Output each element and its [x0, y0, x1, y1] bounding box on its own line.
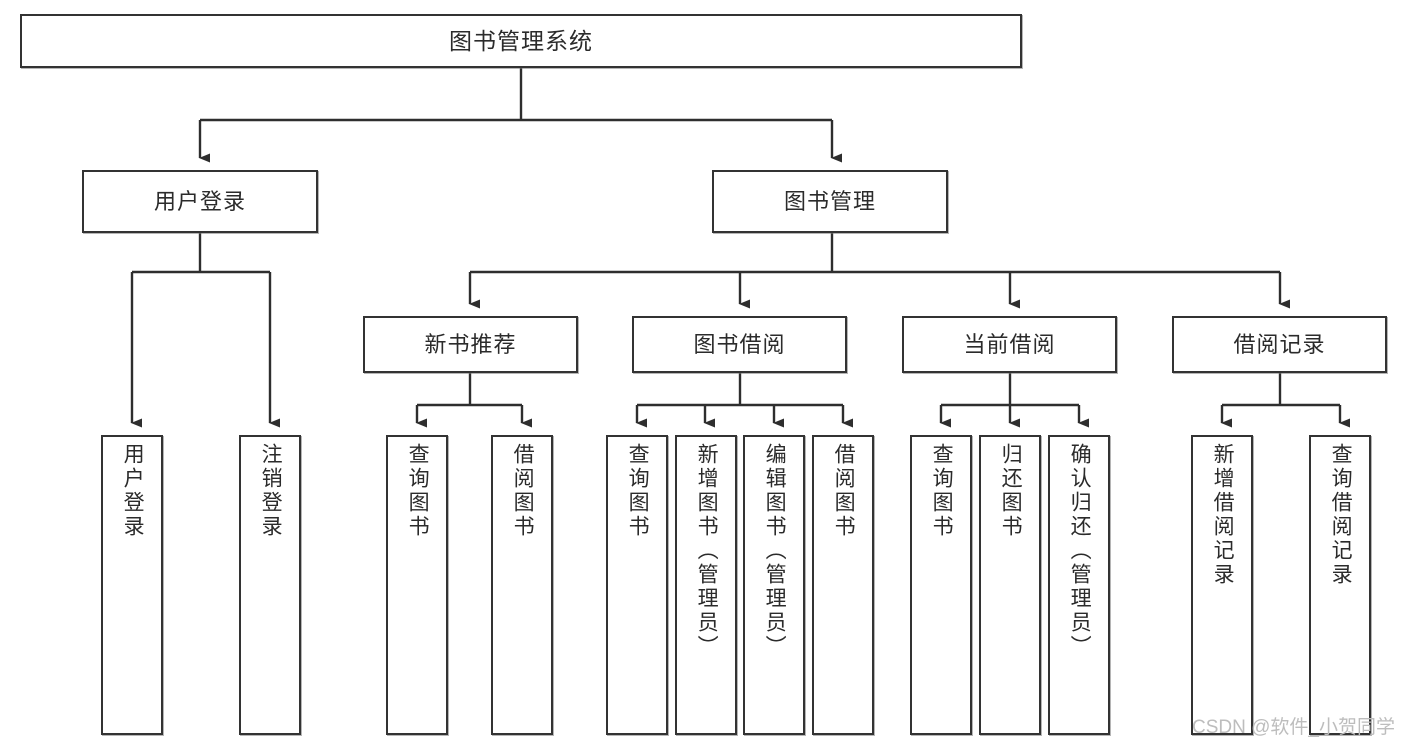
- node-label: 图书管理: [783, 188, 876, 214]
- node-label: 当前借阅: [963, 331, 1056, 357]
- node-leaf-query-book-recommend[interactable]: 查询图书: [386, 435, 448, 735]
- node-label: 借阅图书: [832, 443, 856, 539]
- node-book-management[interactable]: 图书管理: [712, 170, 948, 233]
- node-label: 新增借阅记录: [1211, 443, 1235, 587]
- node-label: 查询图书: [626, 443, 650, 539]
- node-label: 查询借阅记录: [1329, 443, 1353, 587]
- node-label: 用户登录: [121, 443, 145, 539]
- node-leaf-logout[interactable]: 注销登录: [239, 435, 301, 735]
- node-label: 借阅记录: [1233, 331, 1326, 357]
- node-borrow-record[interactable]: 借阅记录: [1172, 316, 1387, 373]
- node-current-borrowing[interactable]: 当前借阅: [902, 316, 1117, 373]
- node-leaf-confirm-return-admin[interactable]: 确认归还（管理员）: [1048, 435, 1110, 735]
- node-label: 图书管理系统: [449, 27, 593, 54]
- node-leaf-query-book-borrow[interactable]: 查询图书: [606, 435, 668, 735]
- node-book-borrowing[interactable]: 图书借阅: [632, 316, 847, 373]
- node-label: 查询图书: [406, 443, 430, 539]
- node-label: 新书推荐: [424, 331, 517, 357]
- node-label: 编辑图书（管理员）: [763, 443, 787, 659]
- node-leaf-add-borrow-record[interactable]: 新增借阅记录: [1191, 435, 1253, 735]
- node-label: 借阅图书: [511, 443, 535, 539]
- node-label: 注销登录: [259, 443, 283, 539]
- node-label: 确认归还（管理员）: [1068, 443, 1092, 659]
- node-user-login[interactable]: 用户登录: [82, 170, 318, 233]
- node-leaf-edit-book-admin[interactable]: 编辑图书（管理员）: [743, 435, 805, 735]
- node-leaf-add-book-admin[interactable]: 新增图书（管理员）: [675, 435, 737, 735]
- node-leaf-borrow-book[interactable]: 借阅图书: [812, 435, 874, 735]
- node-label: 用户登录: [153, 188, 246, 214]
- node-label: 图书借阅: [693, 331, 786, 357]
- node-leaf-query-borrow-record[interactable]: 查询借阅记录: [1309, 435, 1371, 735]
- node-leaf-return-book[interactable]: 归还图书: [979, 435, 1041, 735]
- node-new-book-recommendation[interactable]: 新书推荐: [363, 316, 578, 373]
- node-label: 查询图书: [930, 443, 954, 539]
- csdn-watermark: CSDN @软件_小贺同学: [1192, 717, 1395, 738]
- node-label: 归还图书: [999, 443, 1023, 539]
- node-root-book-management-system[interactable]: 图书管理系统: [20, 14, 1022, 68]
- node-label: 新增图书（管理员）: [695, 443, 719, 659]
- node-leaf-user-login[interactable]: 用户登录: [101, 435, 163, 735]
- node-leaf-borrow-book-recommend[interactable]: 借阅图书: [491, 435, 553, 735]
- node-leaf-query-book-current[interactable]: 查询图书: [910, 435, 972, 735]
